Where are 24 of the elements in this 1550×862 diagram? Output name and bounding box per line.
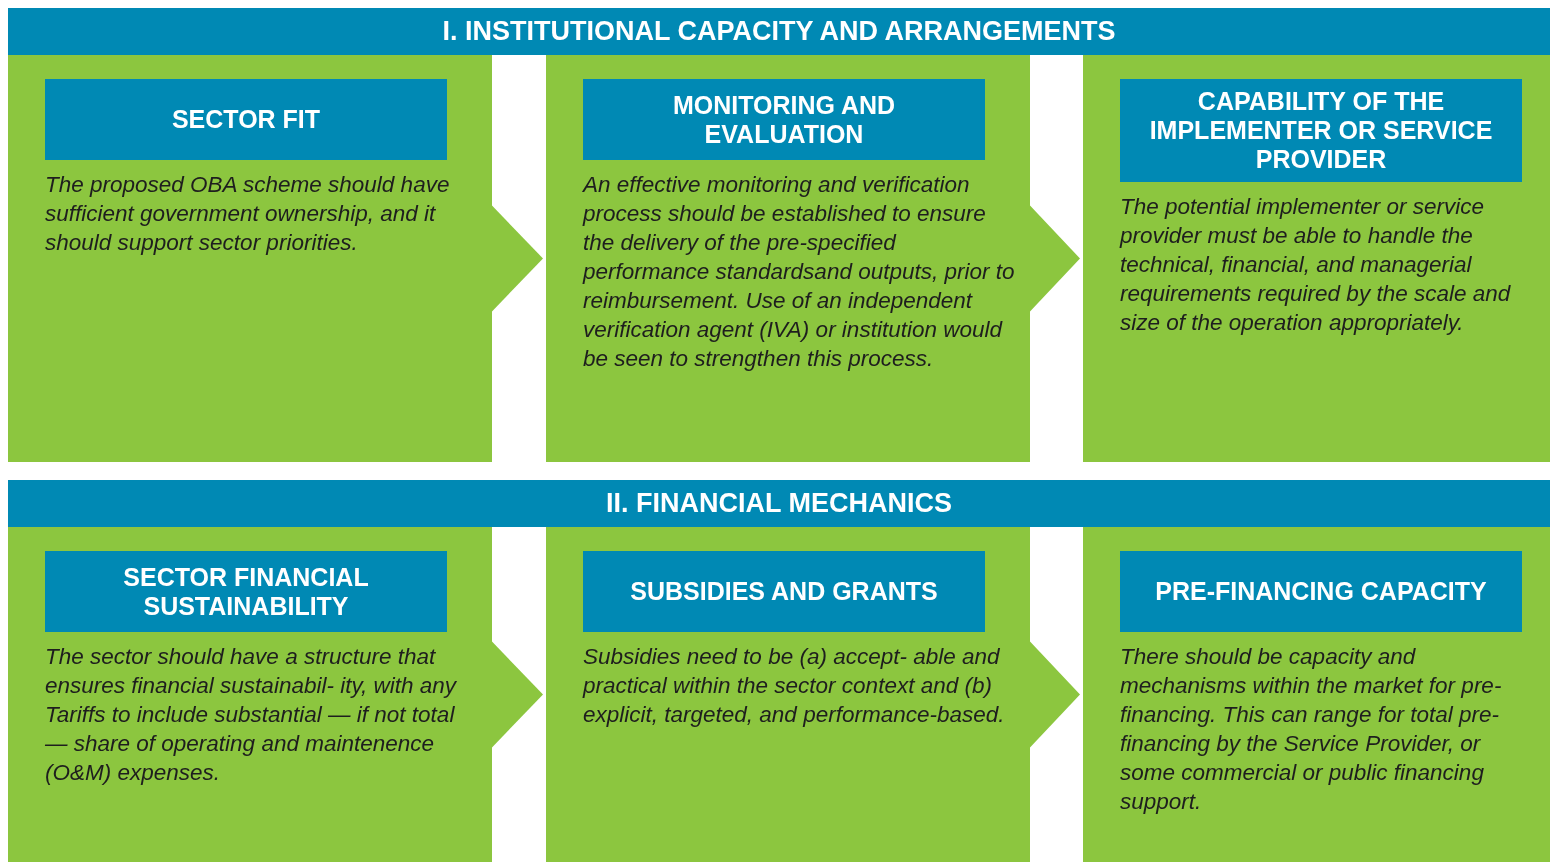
step-panel (8, 527, 492, 862)
panel-description: Subsidies need to be (a) accept- able and practical within the sector context and (b) explicit, targeted, and performance-based. (583, 643, 1006, 729)
step-panel (8, 55, 492, 462)
section-heading: I. INSTITUTIONAL CAPACITY AND ARRANGEMENTS (8, 8, 1550, 55)
panel-description: The potential implementer or service provider must be able to handle the technical, financial, and managerial requirements required by the scale and size of the operation appropriately. (1120, 193, 1512, 337)
panel-heading: SECTOR FINANCIAL SUSTAINABILITY (45, 551, 447, 632)
section-heading: II. FINANCIAL MECHANICS (8, 480, 1550, 527)
panel-heading: SECTOR FIT (45, 79, 447, 160)
panel-heading: SUBSIDIES AND GRANTS (583, 551, 985, 632)
step-panel (546, 527, 1030, 862)
panel-heading: MONITORING AND EVALUATION (583, 79, 985, 160)
chevron-arrow (492, 641, 543, 748)
panel-description: There should be capacity and mechanisms within the market for pre-financing. This can range for total pre-financing by the Service Provider, or some commercial or public financing support. (1120, 643, 1503, 816)
panel-heading: PRE-FINANCING CAPACITY (1120, 551, 1522, 632)
chevron-arrow (1030, 205, 1080, 312)
chevron-arrow (492, 205, 543, 312)
panel-description: The sector should have a structure that ensures financial sustainabil- ity, with any Tariffs to include substantial — if not total — share of operating and maintenence (O&M) expenses. (45, 643, 458, 787)
step-panel (1083, 55, 1550, 462)
panel-description: An effective monitoring and verification process should be established to ensure the delivery of the pre-specified performance standardsand outputs, prior to reimbursement. Use of an independent verification agent (IVA) or institution would be seen to strengthen this process. (583, 171, 1015, 373)
panel-description: The proposed OBA scheme should have sufficient government ownership, and it should support sector priorities. (45, 171, 451, 257)
step-panel (546, 55, 1030, 462)
step-panel (1083, 527, 1550, 862)
panel-heading: CAPABILITY OF THE IMPLEMENTER OR SERVICE PROVIDER (1120, 79, 1522, 182)
chevron-arrow (1030, 641, 1080, 748)
